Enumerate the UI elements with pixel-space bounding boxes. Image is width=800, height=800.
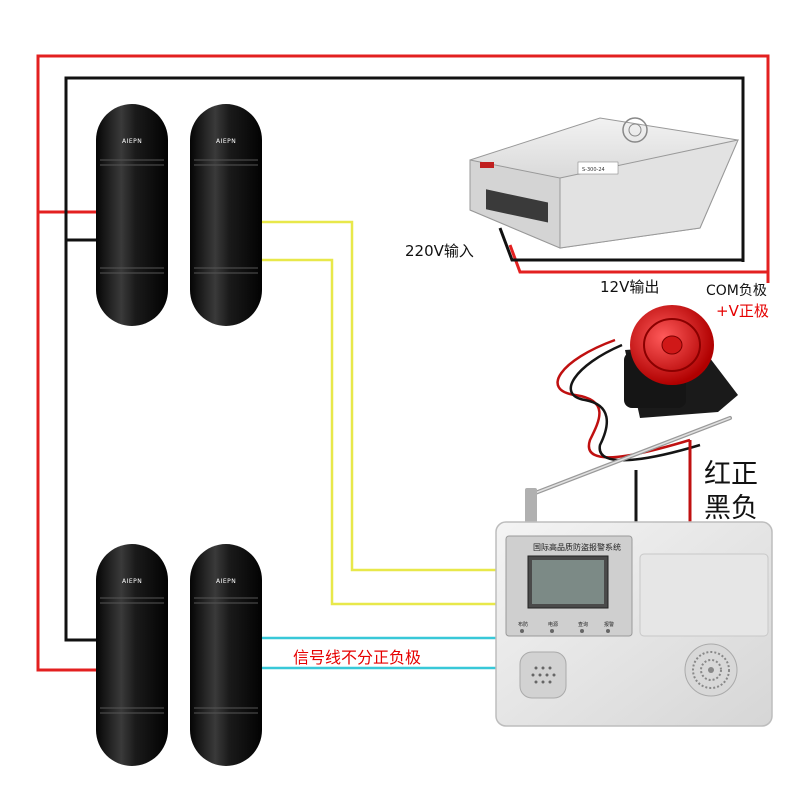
red-power-wire xyxy=(36,54,770,283)
power-output-label: 12V输出 xyxy=(600,278,660,296)
panel-button-label: 布防 xyxy=(518,621,528,628)
fan-grille-icon xyxy=(622,117,648,143)
terminal-block xyxy=(486,189,548,223)
siren-black-wire xyxy=(569,343,701,462)
psu-brand-badge xyxy=(480,162,494,168)
black-psu-output-wire xyxy=(498,227,743,262)
power-supply: S-300-24 xyxy=(469,117,739,249)
signal-note-label: 信号线不分正负极 xyxy=(293,648,422,667)
siren-wires xyxy=(556,338,701,524)
detector-top-left: AIEPN xyxy=(96,104,168,326)
black-power-wire-down xyxy=(64,240,100,642)
red-positive-label: 红正 xyxy=(704,459,758,490)
siren-red-wire xyxy=(556,338,691,459)
antenna xyxy=(525,416,732,530)
detector-brand: AIEPN xyxy=(216,578,236,585)
detector-bottom-right: AIEPN xyxy=(190,544,262,766)
panel-button-label: 查询 xyxy=(578,621,588,628)
speaker-grille-icon xyxy=(684,643,738,697)
microphone-grille-icon xyxy=(519,651,567,699)
power-input-label: 220V输入 xyxy=(405,242,474,260)
alarm-panel: 国际高品质防盗报警系统 布防 电源 查询 报警 xyxy=(495,521,773,727)
detector-brand: AIEPN xyxy=(216,138,236,145)
v-positive-label: +V正极 xyxy=(716,302,769,320)
black-power-wire xyxy=(64,76,745,262)
com-negative-label: COM负极 xyxy=(706,283,767,299)
siren xyxy=(624,305,738,418)
yellow-signal-wire-2 xyxy=(262,258,498,606)
red-psu-output-wire xyxy=(508,244,768,274)
red-power-wire-down xyxy=(36,212,100,672)
panel-title: 国际高品质防盗报警系统 xyxy=(533,542,621,552)
psu-model-sticker xyxy=(577,161,619,175)
panel-button-label: 电源 xyxy=(548,621,558,628)
detector-top-right: AIEPN xyxy=(190,104,262,326)
power-wires xyxy=(36,54,770,672)
black-negative-label: 黑负 xyxy=(704,493,758,524)
signal-wires xyxy=(262,220,498,670)
psu-model: S-300-24 xyxy=(582,167,605,173)
detector-brand: AIEPN xyxy=(122,578,142,585)
panel-button-label: 报警 xyxy=(604,621,614,628)
detector-brand: AIEPN xyxy=(122,138,142,145)
yellow-signal-wire-1 xyxy=(262,220,498,572)
detector-bottom-left: AIEPN xyxy=(96,544,168,766)
